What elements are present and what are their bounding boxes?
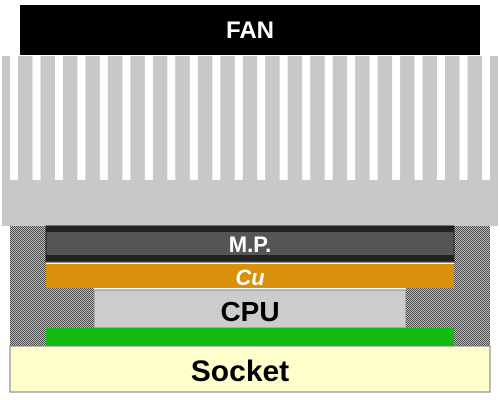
heatsink-fin-gap [392, 56, 401, 180]
heatsink-fin-gap [302, 56, 311, 180]
heatsink-fin-gap [144, 56, 153, 180]
heatsink-fin-gap [347, 56, 356, 180]
heatsink-fin-gap [459, 56, 468, 180]
cpu-surround-right [406, 288, 454, 328]
mounting-plate-bottom-edge [46, 255, 454, 261]
copper-layer [46, 264, 454, 288]
heatsink-base [2, 56, 498, 226]
right-support-post [454, 226, 490, 348]
cpu-chip [93, 289, 407, 329]
heatsink-fin-gap [10, 56, 18, 180]
heatsink-fin-gap [32, 56, 41, 180]
heatsink-fin-gap [234, 56, 243, 180]
heatsink-fin-gap [414, 56, 423, 180]
heatsink-fin-gap [167, 56, 176, 180]
heatsink-fin-gap [55, 56, 63, 180]
left-support-post [10, 226, 46, 348]
heatsink-fin-gap [369, 56, 378, 180]
heatsink-fin-gap [212, 56, 221, 180]
cpu-surround-left [46, 288, 94, 328]
cpu-label: CPU [220, 296, 279, 327]
heatsink-fin-gap [122, 56, 131, 180]
heatsink-fin-gaps [10, 56, 490, 180]
pcb-layer [46, 328, 454, 346]
fan-block [20, 5, 480, 55]
heatsink-fin-gap [257, 56, 266, 180]
heatsink-fin-gap [437, 56, 445, 180]
socket-block [9, 345, 491, 393]
socket-label: Socket [191, 355, 289, 388]
mounting-plate-label: M.P. [229, 232, 271, 257]
heatsink-fin-gap [482, 56, 490, 180]
heatsink-fin-gap [77, 56, 86, 180]
mounting-plate-top-edge [46, 226, 454, 232]
heatsink-fin-gap [324, 56, 333, 180]
heatsink-fin-gap [279, 56, 288, 180]
heatsink-fin-gap [189, 56, 198, 180]
heatsink-fin-gap [99, 56, 108, 180]
fan-label: FAN [226, 17, 274, 44]
copper-label: Cu [235, 265, 265, 290]
